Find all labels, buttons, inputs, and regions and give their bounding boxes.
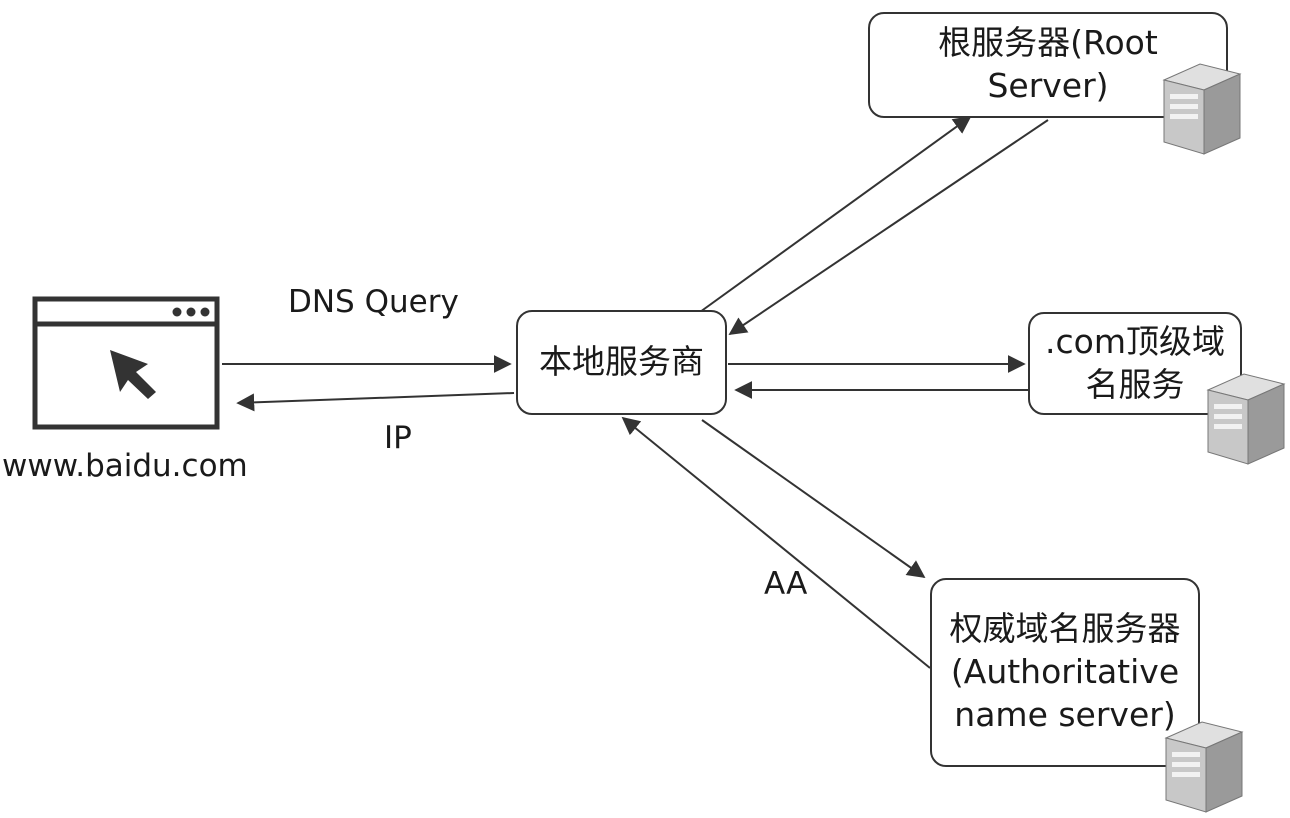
tld-server-label-line2: 名服务 (1085, 364, 1185, 404)
edge-local-to-auth (701, 419, 926, 579)
root-server-label-line2: Server) (987, 66, 1109, 105)
edge-root-to-local (728, 119, 1049, 336)
server-tower-icon (1206, 373, 1286, 465)
server-tower-icon (1164, 721, 1244, 813)
tld-server-node: .com顶级域 名服务 (1028, 312, 1242, 415)
authoritative-server-node: 权威域名服务器 (Authoritative name server) (930, 578, 1200, 767)
edge-local-to-root (699, 115, 972, 313)
authoritative-server-label-line2: (Authoritative (950, 652, 1180, 692)
edge-label-ip: IP (384, 420, 412, 456)
edge-label-aa: AA (764, 566, 808, 602)
authoritative-server-label-line3: name server) (954, 694, 1176, 734)
server-tower-icon (1162, 63, 1242, 155)
browser-window-cursor-icon (32, 296, 220, 430)
edge-auth-to-local (621, 416, 931, 669)
edge-ip-to-client (236, 392, 515, 412)
local-resolver-node: 本地服务商 (516, 310, 727, 415)
edge-label-dns-query: DNS Query (288, 284, 459, 320)
authoritative-server-label-line1: 权威域名服务器 (949, 609, 1181, 649)
client-label: www.baidu.com (2, 448, 248, 484)
local-resolver-label: 本地服务商 (539, 342, 704, 382)
tld-server-label-line1: .com顶级域 (1045, 321, 1225, 361)
root-server-label-line1: 根服务器(Root (938, 23, 1158, 63)
